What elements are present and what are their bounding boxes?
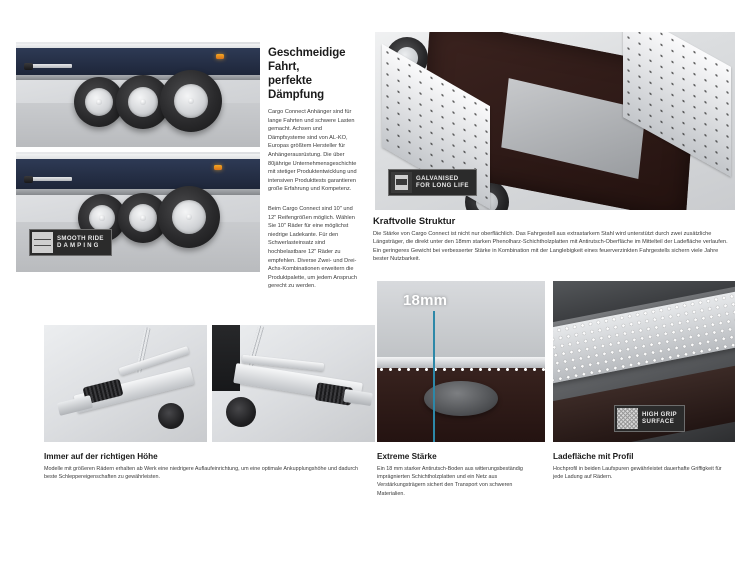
suspension-headline-line1: Geschmeidige Fahrt, — [268, 47, 346, 73]
jockey-wheel — [158, 403, 184, 429]
suspension-photo-bottom: SMOOTH RIDE DAMPING — [16, 152, 260, 272]
badge-line1: GALVANISED — [416, 175, 459, 183]
strength-caption-block: Extreme Stärke Ein 18 mm starker Antirut… — [377, 451, 537, 498]
suspension-paragraph-1: Cargo Connect Anhänger sind für lange Fa… — [268, 109, 357, 193]
edge-holes — [377, 364, 545, 375]
damper-icon — [32, 232, 53, 253]
galvanised-icon — [391, 172, 412, 193]
thickness-label: 18mm — [403, 292, 448, 309]
height-headline: Immer auf der richtigen Höhe — [44, 452, 158, 461]
coupling-head — [56, 395, 94, 416]
height-caption-block: Immer auf der richtigen Höhe Modelle mit… — [44, 451, 369, 481]
wheel-rear — [158, 186, 220, 248]
hitch-head — [24, 63, 33, 70]
profile-paragraph: Hochprofil in beiden Laufspuren gewährle… — [553, 466, 722, 481]
measurement-line — [433, 311, 435, 442]
suspension-paragraph-2: Beim Cargo Connect sind 10" und 12" Reif… — [268, 205, 357, 290]
height-paragraph: Modelle mit größeren Rädern erhalten ab … — [44, 466, 358, 481]
hitch-arm — [26, 64, 72, 68]
marker-lamp-icon — [216, 54, 224, 59]
suspension-photo-top — [16, 42, 260, 147]
profile-caption-block: Ladefläche mit Profil Hochprofil in beid… — [553, 451, 728, 481]
tie-down-plate — [424, 380, 498, 417]
hitch-head — [24, 176, 33, 183]
profile-headline: Ladefläche mit Profil — [553, 452, 634, 461]
badge-line1: HIGH GRIP — [642, 411, 677, 419]
trailer-body-panel — [16, 159, 260, 191]
board-edge — [377, 356, 545, 368]
galvanised-badge: GALVANISED FOR LONG LIFE — [388, 169, 477, 196]
structure-photo: GALVANISED FOR LONG LIFE — [375, 32, 735, 210]
background-surface — [377, 281, 545, 357]
chassis-rail — [16, 44, 260, 53]
strength-photo: 18mm — [377, 281, 545, 442]
profile-photo: HIGH GRIP SURFACE — [553, 281, 735, 442]
badge-line1: SMOOTH RIDE — [57, 235, 104, 243]
jockey-wheel — [226, 397, 256, 427]
structure-paragraph: Die Stärke von Cargo Connect ist nicht n… — [373, 231, 728, 262]
badge-line2: DAMPING — [57, 242, 101, 250]
strength-headline: Extreme Stärke — [377, 452, 437, 461]
suspension-text-column: Geschmeidige Fahrt, perfekte Dämpfung Ca… — [268, 46, 360, 291]
hitch-arm — [26, 177, 72, 181]
grip-texture-icon — [617, 408, 638, 429]
under-rail — [16, 189, 260, 196]
suspension-headline-line2: perfekte Dämpfung — [268, 75, 325, 101]
wheel-front — [74, 77, 124, 127]
suspension-headline: Geschmeidige Fahrt, perfekte Dämpfung — [268, 46, 360, 102]
badge-line2: FOR LONG LIFE — [416, 182, 469, 190]
strength-paragraph: Ein 18 mm starker Antirutsch-Boden aus w… — [377, 466, 523, 497]
high-grip-badge: HIGH GRIP SURFACE — [614, 405, 685, 432]
wheel-rear — [160, 70, 222, 132]
marker-lamp-icon — [214, 165, 222, 170]
height-photo-right — [212, 325, 375, 442]
badge-line2: SURFACE — [642, 418, 675, 426]
structure-text-block: Kraftvolle Struktur Die Stärke von Cargo… — [373, 215, 731, 263]
height-photo-left — [44, 325, 207, 442]
smooth-ride-damping-badge: SMOOTH RIDE DAMPING — [29, 229, 112, 256]
trailer-body-panel — [16, 48, 260, 76]
structure-headline: Kraftvolle Struktur — [373, 215, 456, 226]
